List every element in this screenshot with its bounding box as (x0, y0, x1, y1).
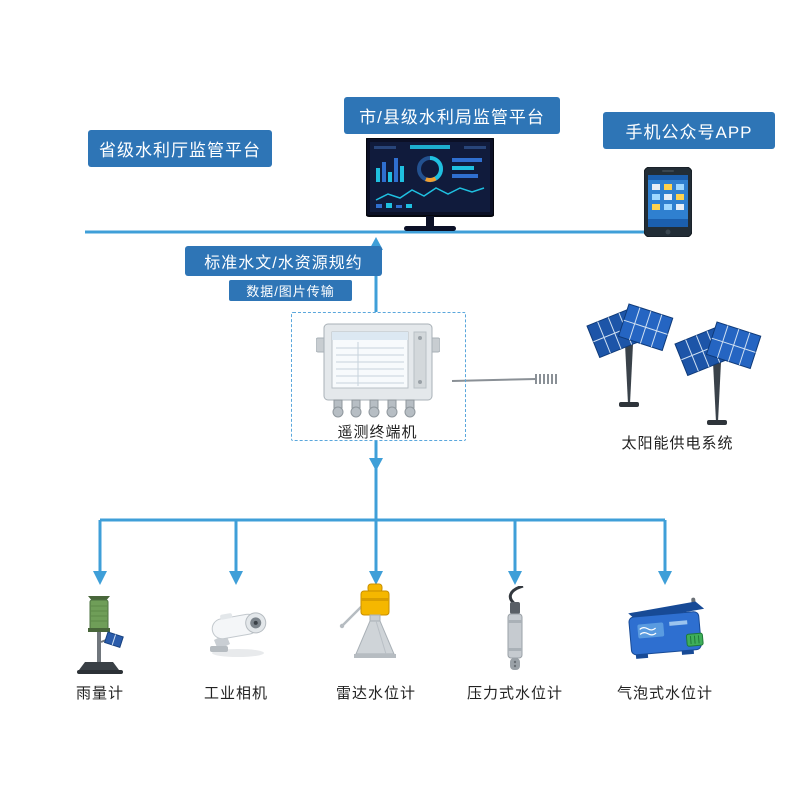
sensor-label-rain-gauge: 雨量计 (75, 685, 124, 702)
protocol-subtitle-box: 数据/图片传输 (229, 280, 352, 301)
sensor-label-bubble-gauge: 气泡式水位计 (616, 685, 713, 702)
protocol-title-box: 标准水文/水资源规约 (185, 246, 382, 276)
platform-provincial-label: 省级水利厅监管平台 (99, 141, 261, 160)
sensor-label-pressure-gauge: 压力式水位计 (466, 685, 563, 702)
bubble-level-gauge-icon (622, 596, 714, 668)
solar-panels-icon (585, 282, 770, 430)
radar-level-gauge-icon (334, 582, 418, 678)
telemetry-terminal-icon (316, 320, 440, 420)
sensor-label-radar-gauge: 雷达水位计 (335, 685, 416, 702)
branch-arrows (93, 520, 672, 585)
monitor-icon (366, 138, 494, 234)
industrial-camera-icon (196, 600, 280, 658)
rain-gauge-icon (62, 592, 142, 678)
smartphone-icon (644, 167, 692, 237)
platform-city-county-box: 市/县级水利局监管平台 (344, 97, 560, 134)
platform-mobile-app-box: 手机公众号APP (603, 112, 775, 149)
platform-mobile-app-label: 手机公众号APP (625, 123, 753, 142)
protocol-subtitle-label: 数据/图片传输 (246, 284, 335, 299)
solar-label: 太阳能供电系统 (621, 435, 734, 452)
antenna-cable (451, 374, 557, 384)
protocol-title-label: 标准水文/水资源规约 (204, 255, 363, 272)
solar-pole-left (586, 303, 674, 407)
pressure-level-gauge-icon (497, 586, 533, 678)
downlink-arrowhead (369, 458, 383, 471)
terminal-label: 遥测终端机 (337, 424, 418, 441)
platform-city-county-label: 市/县级水利局监管平台 (359, 108, 545, 127)
terminal-dashed-frame (291, 312, 466, 441)
solar-pole-right (674, 321, 762, 425)
sensor-label-industrial-camera: 工业相机 (203, 685, 268, 702)
platform-provincial-box: 省级水利厅监管平台 (88, 130, 272, 167)
